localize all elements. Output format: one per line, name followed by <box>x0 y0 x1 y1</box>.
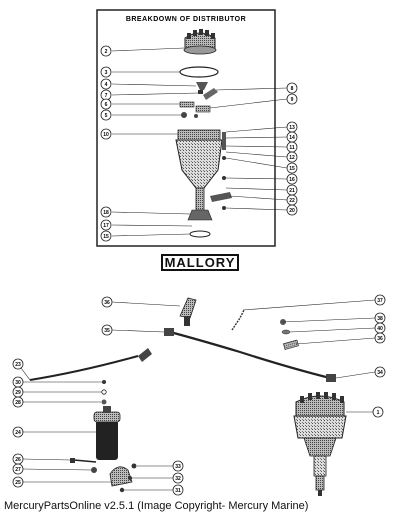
short-wire <box>231 309 245 331</box>
wire-boot-right <box>326 374 336 382</box>
callout-32: 32 <box>175 476 181 482</box>
callout-26: 26 <box>15 457 21 463</box>
callout-numbers-bottom: 36 35 37 38 40 36 23 34 30 29 28 1 24 26… <box>15 298 383 494</box>
callout-40: 40 <box>377 326 383 332</box>
callouts-top-right <box>209 87 288 211</box>
callout-31: 31 <box>175 488 181 494</box>
callout-circles-top-left <box>100 45 112 242</box>
callout-37: 37 <box>377 298 383 304</box>
distributor-cap-top <box>183 29 217 55</box>
callout-24: 24 <box>15 430 21 436</box>
callout-15-right: 15 <box>289 166 295 172</box>
callouts-top-left <box>111 47 199 237</box>
callout-20: 20 <box>289 208 295 214</box>
callout-5: 5 <box>105 113 108 119</box>
callout-13: 13 <box>289 125 295 131</box>
callout-7: 7 <box>105 93 108 99</box>
callout-1: 1 <box>377 410 380 416</box>
callout-36-right: 36 <box>377 336 383 342</box>
callout-3: 3 <box>105 70 108 76</box>
ignition-wire <box>169 330 331 380</box>
callout-22: 22 <box>289 198 295 204</box>
callout-circles-top-right <box>286 82 298 216</box>
callout-35: 35 <box>104 328 110 334</box>
coil-bracket-hardware <box>70 458 137 493</box>
callout-6: 6 <box>105 102 108 108</box>
callout-38: 38 <box>377 316 383 322</box>
brand-label: MALLORY <box>161 254 239 271</box>
callout-23: 23 <box>15 362 21 368</box>
callout-30: 30 <box>15 380 21 386</box>
callout-18: 18 <box>103 210 109 216</box>
callout-33: 33 <box>175 464 181 470</box>
small-parts-right <box>280 319 299 350</box>
callout-28: 28 <box>15 400 21 406</box>
callout-29: 29 <box>15 390 21 396</box>
breakdown-title: BREAKDOWN OF DISTRIBUTOR <box>126 16 246 23</box>
callout-2: 2 <box>105 49 108 55</box>
footer-copyright: MercuryPartsOnline v2.5.1 (Image Copyrig… <box>4 500 309 512</box>
wire-boot-left <box>164 328 174 336</box>
callout-21-top: 21 <box>289 188 295 194</box>
distributor-body <box>175 129 232 238</box>
callout-11: 11 <box>289 145 295 151</box>
rotor-part <box>179 297 197 326</box>
small-washers-left <box>101 380 107 405</box>
callout-10: 10 <box>103 132 109 138</box>
callout-15-left: 15 <box>103 234 109 240</box>
callout-16: 16 <box>289 177 295 183</box>
distributor-assembly <box>293 392 347 496</box>
callout-36-rotor: 36 <box>104 300 110 306</box>
callout-numbers-top-right: 8 9 13 14 11 12 15 16 21 22 20 <box>289 86 295 214</box>
callout-9: 9 <box>291 97 294 103</box>
callout-8: 8 <box>291 86 294 92</box>
callout-17: 17 <box>103 223 109 229</box>
callouts-bottom-leaders <box>17 299 376 491</box>
callout-27: 27 <box>15 467 21 473</box>
callout-25: 25 <box>15 480 21 486</box>
callout-34: 34 <box>377 370 383 376</box>
callout-circles-bottom <box>12 294 386 496</box>
ignition-coil <box>93 406 121 460</box>
rotor-parts <box>179 82 218 118</box>
coil-wire <box>29 348 152 381</box>
callout-14: 14 <box>289 135 295 141</box>
callout-numbers-top-left: 2 3 4 7 6 5 10 18 17 15 <box>103 49 109 240</box>
callout-12: 12 <box>289 155 295 161</box>
callout-4: 4 <box>105 82 108 88</box>
